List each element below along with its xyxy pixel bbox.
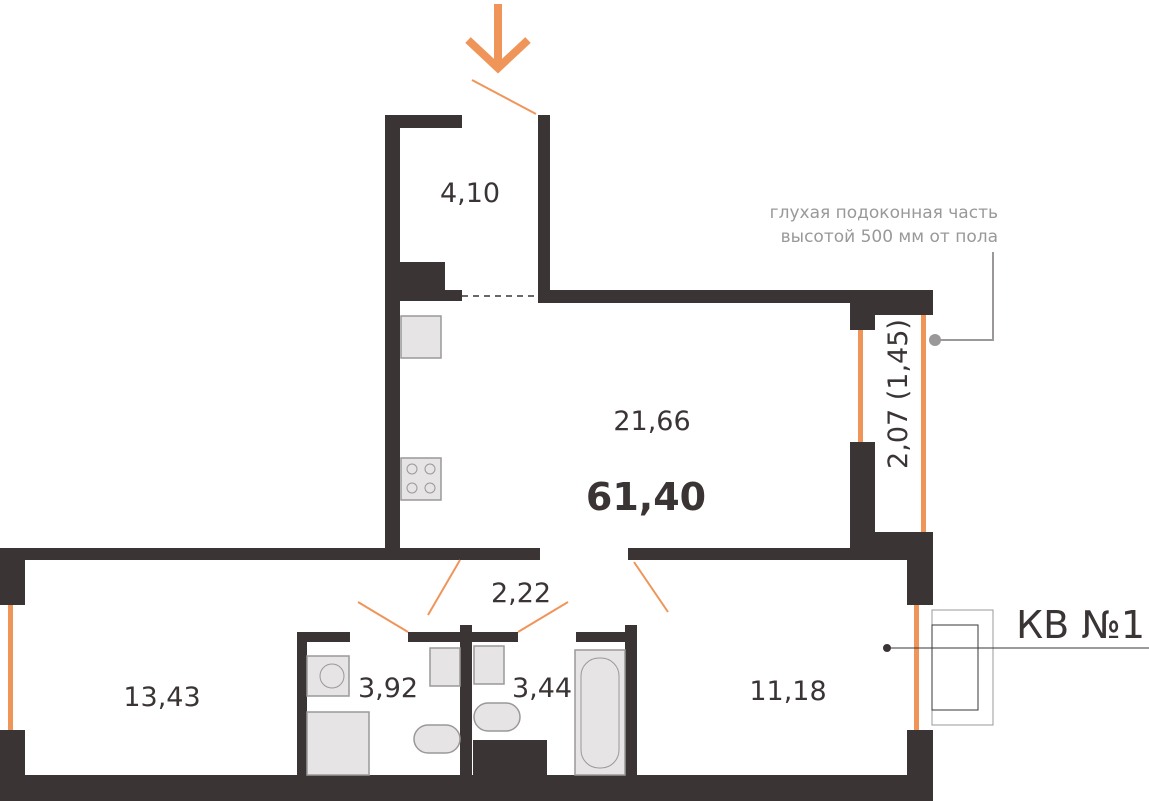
shower-icon	[306, 711, 370, 776]
toilet-icon	[473, 702, 521, 732]
door-swings	[357, 79, 669, 633]
stove-icon	[400, 457, 442, 501]
toilet-icon	[413, 724, 461, 754]
hall-area: 2,22	[491, 578, 551, 609]
washing-machine-icon	[306, 655, 350, 697]
bathtub-icon	[574, 649, 626, 776]
bedroom-right-area: 11,18	[749, 676, 826, 707]
balcony-area: 2,07 (1,45)	[883, 319, 914, 469]
total-area: 61,40	[586, 475, 706, 519]
ac-outline	[931, 609, 994, 726]
fixtures	[306, 315, 626, 776]
bathroom-2-area: 3,44	[512, 673, 572, 704]
vestibule-area: 4,10	[440, 178, 500, 209]
note-line-1: глухая подоконная часть	[770, 203, 998, 223]
bedroom-left-area: 13,43	[123, 682, 200, 713]
windows	[0, 315, 933, 730]
note-leader-line	[935, 252, 994, 341]
entrance-arrow-icon	[465, 4, 531, 74]
note-line-2: высотой 500 мм от пола	[781, 227, 998, 247]
kitchen-living-area: 21,66	[613, 406, 690, 437]
washbasin-icon	[473, 645, 505, 685]
washbasin-icon	[429, 647, 461, 687]
apartment-label: КВ №1	[1016, 603, 1145, 647]
bathroom-1-area: 3,92	[358, 673, 418, 704]
note-leader-dot	[929, 334, 941, 346]
sink-icon	[400, 315, 442, 359]
